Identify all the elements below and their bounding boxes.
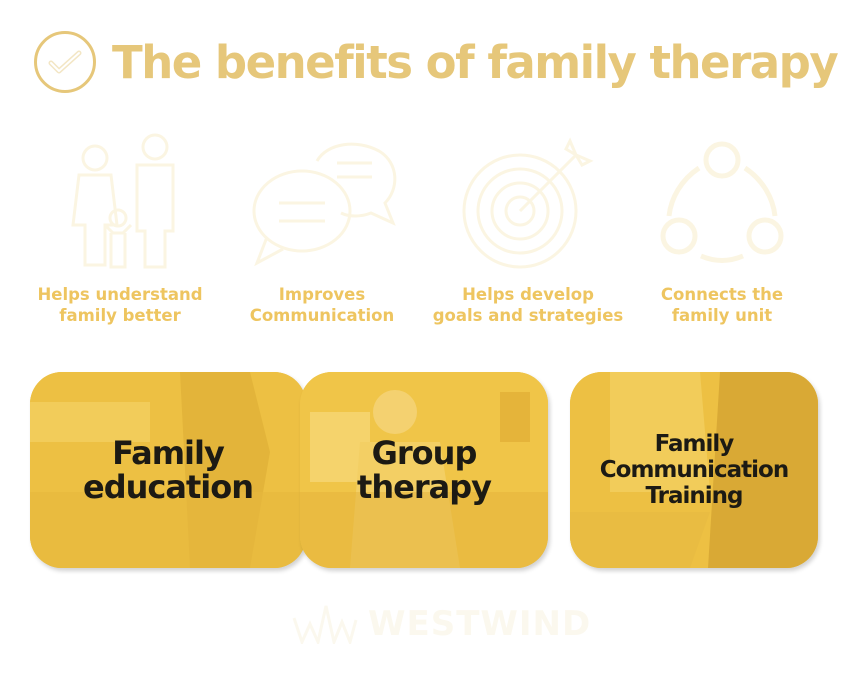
page-title: The benefits of family therapy [112,35,839,89]
photo-background [570,372,818,568]
card-family-education[interactable]: Family education [30,372,306,568]
card-title-line1: Family [112,434,225,472]
card-group-therapy[interactable]: Group therapy [300,372,548,568]
benefit-label-line2: family unit [671,306,773,325]
brand-name: WESTWIND [368,604,592,644]
benefit-understand-family: Helps understand family better [20,128,220,326]
benefit-label-line2: goals and strategies [432,306,624,325]
benefit-label-line1: Helps develop [462,285,594,304]
family-icon [20,128,220,278]
footer-brand: WESTWIND [292,602,591,646]
card-title-line2: Communication [599,457,789,483]
connected-circles-icon [622,128,822,278]
benefit-goals: Helps develop goals and strategies [428,128,628,326]
benefit-communication: Improves Communication [222,128,422,326]
benefit-label-line1: Helps understand [37,285,203,304]
target-arrow-icon [428,128,628,278]
card-title-line2: therapy [357,468,492,506]
westwind-logo-icon [292,605,358,644]
card-title-line2: education [83,468,254,506]
benefit-connects: Connects the family unit [622,128,822,326]
card-title-line1: Family [654,431,735,457]
speech-bubbles-icon [222,128,422,278]
photo-background [300,372,548,568]
card-communication-training[interactable]: Family Communication Training [570,372,818,568]
benefit-label-line1: Improves [278,285,366,304]
benefit-label-line2: Communication [249,306,395,325]
card-title-line1: Group [371,434,478,472]
header: The benefits of family therapy [34,30,839,94]
benefit-label-line1: Connects the [660,285,784,304]
photo-background [30,372,306,568]
card-title-line3: Training [645,483,743,509]
checkmark-circle-icon [34,31,96,93]
benefit-label-line2: family better [59,306,181,325]
